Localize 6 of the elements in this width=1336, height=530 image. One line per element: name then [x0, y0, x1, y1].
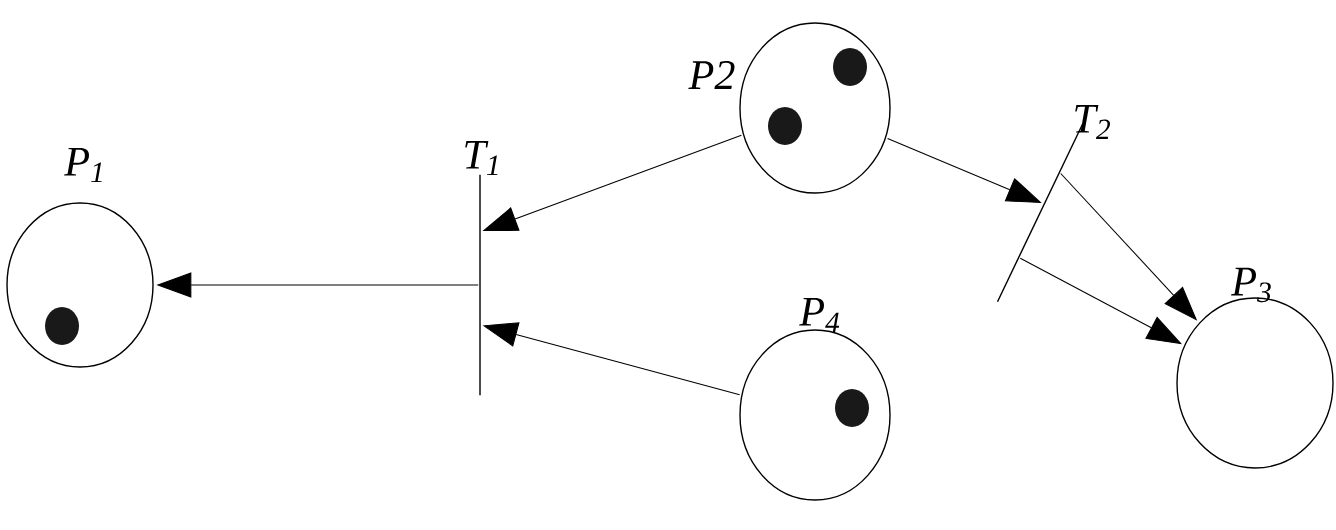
place-label: P2 — [688, 61, 735, 89]
place-label: P$_{1}$ — [64, 147, 102, 183]
transition-label: T$_{1}$ — [465, 140, 498, 176]
place-label: P$_{3}$ — [1231, 267, 1271, 303]
transition-label: T$_{2}$ — [1075, 104, 1110, 140]
place-label: P$_{4}$ — [799, 297, 840, 333]
